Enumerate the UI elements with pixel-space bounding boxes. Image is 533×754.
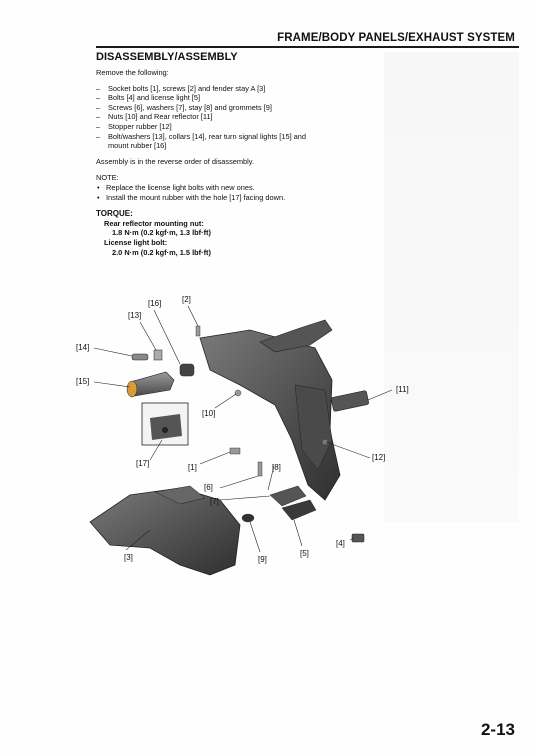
header-rule xyxy=(96,46,519,48)
callout-14: [14] xyxy=(76,343,89,352)
bolt-washer xyxy=(153,349,163,361)
screw xyxy=(257,461,263,477)
fender-side-panel xyxy=(294,384,333,471)
fender-upper-arm xyxy=(259,319,333,353)
callout-15: [15] xyxy=(76,377,89,386)
note-item: Replace the license light bolts with new… xyxy=(96,183,306,193)
turn-signal-lens xyxy=(126,380,138,398)
intro-text: Remove the following: xyxy=(96,68,169,77)
torque-value: 1.8 N·m (0.2 kgf·m, 1.3 lbf·ft) xyxy=(112,228,211,238)
grommet xyxy=(241,513,255,523)
callout-13: [13] xyxy=(128,311,141,320)
rear-reflector xyxy=(331,390,369,412)
callout-3: [3] xyxy=(124,553,133,562)
callout-4: [4] xyxy=(336,539,345,548)
torque-name: License light bolt: xyxy=(104,237,168,247)
torque-name: Rear reflector mounting nut: xyxy=(104,218,204,228)
procedure-heading: DISASSEMBLY/ASSEMBLY xyxy=(96,51,238,63)
callout-2: [2] xyxy=(182,295,191,304)
exploded-diagram: [16] [2] [13] [14] [15] [11] [10] [17] [… xyxy=(76,295,409,576)
callout-9: [9] xyxy=(258,555,267,564)
step-item: Bolts [4] and license light [5] xyxy=(96,93,306,103)
procedure-content: Remove the following: Socket bolts [1], … xyxy=(96,68,306,257)
mount-hole xyxy=(162,427,168,433)
note-item: Install the mount rubber with the hole [… xyxy=(96,193,306,203)
section-title: FRAME/BODY PANELS/EXHAUST SYSTEM xyxy=(277,32,515,44)
callout-8: [8] xyxy=(272,463,281,472)
step-item: Screws [6], washers [7], stay [8] and gr… xyxy=(96,103,306,113)
bleed-through-shadow xyxy=(384,52,519,522)
collar xyxy=(131,353,149,361)
callout-12: [12] xyxy=(372,453,385,462)
callout-17: [17] xyxy=(136,459,149,468)
inset-rubber-detail xyxy=(150,414,182,440)
torque-value: 2.0 N·m (0.2 kgf·m, 1.5 lbf·ft) xyxy=(112,247,211,257)
stopper-rubber xyxy=(321,438,329,446)
page-number: 2-13 xyxy=(480,720,515,739)
removal-steps: Socket bolts [1], screws [2] and fender … xyxy=(96,84,306,151)
torque-label: TORQUE: xyxy=(96,209,133,219)
mount-rubber xyxy=(179,363,195,377)
step-item: Stopper rubber [12] xyxy=(96,122,306,132)
callout-11: [11] xyxy=(396,385,409,394)
step-item: Nuts [10] and Rear reflector [11] xyxy=(96,112,306,122)
license-light xyxy=(281,499,317,521)
fender-screw xyxy=(195,325,201,337)
note-label: NOTE: xyxy=(96,173,119,183)
step-item: Socket bolts [1], screws [2] and fender … xyxy=(96,84,306,94)
license-light-bolt xyxy=(351,533,365,543)
leader-lines xyxy=(93,305,393,553)
callout-1: [1] xyxy=(188,463,197,472)
step-item: Bolt/washers [13], collars [14], rear tu… xyxy=(96,132,306,151)
socket-bolt xyxy=(229,447,241,455)
notes-list: Replace the license light bolts with new… xyxy=(96,183,306,202)
rear-fender xyxy=(199,329,341,501)
callout-7: [7] xyxy=(210,497,219,506)
callout-6: [6] xyxy=(204,483,213,492)
license-light-stay xyxy=(269,485,307,507)
fender-stay-upper xyxy=(154,485,206,505)
callout-5: [5] xyxy=(300,549,309,558)
reflector-nut xyxy=(234,389,242,397)
callout-16: [16] xyxy=(148,299,161,308)
callout-10: [10] xyxy=(202,409,215,418)
reverse-order-note: Assembly is in the reverse order of disa… xyxy=(96,156,254,166)
